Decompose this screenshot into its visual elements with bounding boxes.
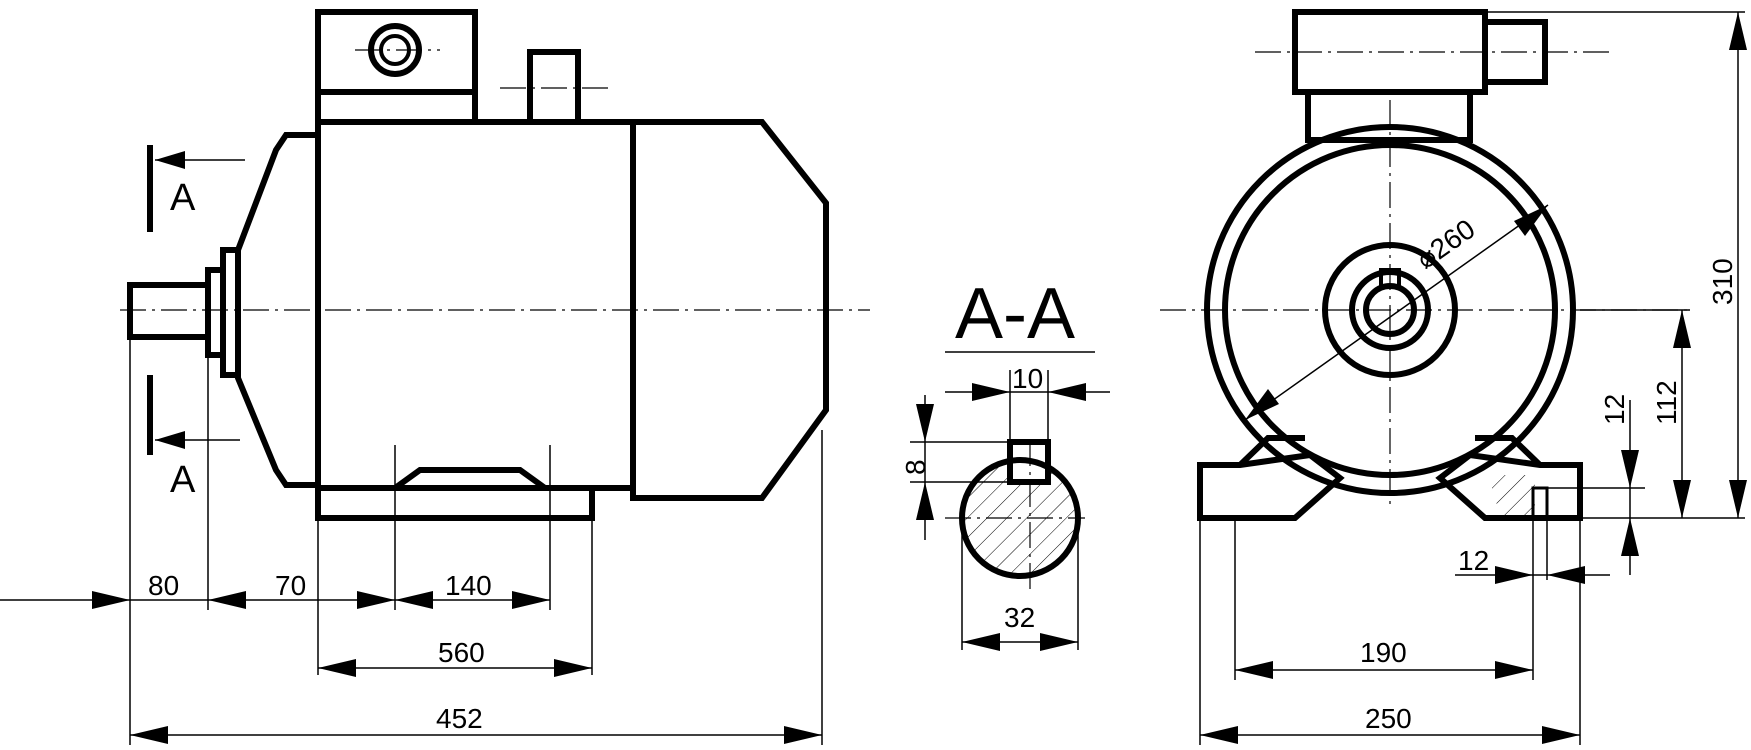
dim-12-vertical: 12 xyxy=(1599,394,1630,425)
dim-12-horizontal: 12 xyxy=(1458,545,1489,576)
front-view: ⌀260 310 112 12 12 190 xyxy=(1160,9,1747,745)
section-view: A-A 10 8 32 xyxy=(900,274,1110,651)
side-view: A A 80 70 140 560 452 xyxy=(0,9,870,745)
foot-bolt-hole xyxy=(1531,486,1549,520)
foot-left xyxy=(1197,451,1345,521)
motor-foot xyxy=(315,488,595,521)
dim-190: 190 xyxy=(1360,637,1407,668)
fan-cover xyxy=(630,119,829,501)
dim-diameter-260: ⌀260 xyxy=(1411,213,1481,275)
gland-front xyxy=(1482,19,1548,85)
section-label-bottom: A xyxy=(170,459,196,501)
dim-140: 140 xyxy=(445,570,492,601)
section-title: A-A xyxy=(955,274,1075,354)
key-section xyxy=(1007,439,1051,485)
dim-8: 8 xyxy=(900,459,931,475)
section-label-top: A xyxy=(170,177,196,219)
dim-70: 70 xyxy=(275,570,306,601)
dim-452: 452 xyxy=(436,703,483,734)
housing-inner xyxy=(1222,142,1558,478)
stator-body xyxy=(315,119,636,491)
dim-32: 32 xyxy=(1004,602,1035,633)
dim-250: 250 xyxy=(1365,703,1412,734)
dim-10: 10 xyxy=(1012,363,1043,394)
foot-recess xyxy=(393,467,547,491)
terminal-neck-front xyxy=(1305,92,1473,143)
key-front xyxy=(1379,268,1401,288)
shaft xyxy=(127,282,211,340)
dim-560: 560 xyxy=(438,637,485,668)
lifting-eye xyxy=(527,49,581,125)
housing-outer xyxy=(1204,124,1576,496)
dim-112: 112 xyxy=(1651,380,1682,425)
bearing-boss xyxy=(1322,242,1458,378)
dim-310: 310 xyxy=(1707,258,1738,305)
dim-80: 80 xyxy=(148,570,179,601)
terminal-box-neck xyxy=(315,89,478,125)
